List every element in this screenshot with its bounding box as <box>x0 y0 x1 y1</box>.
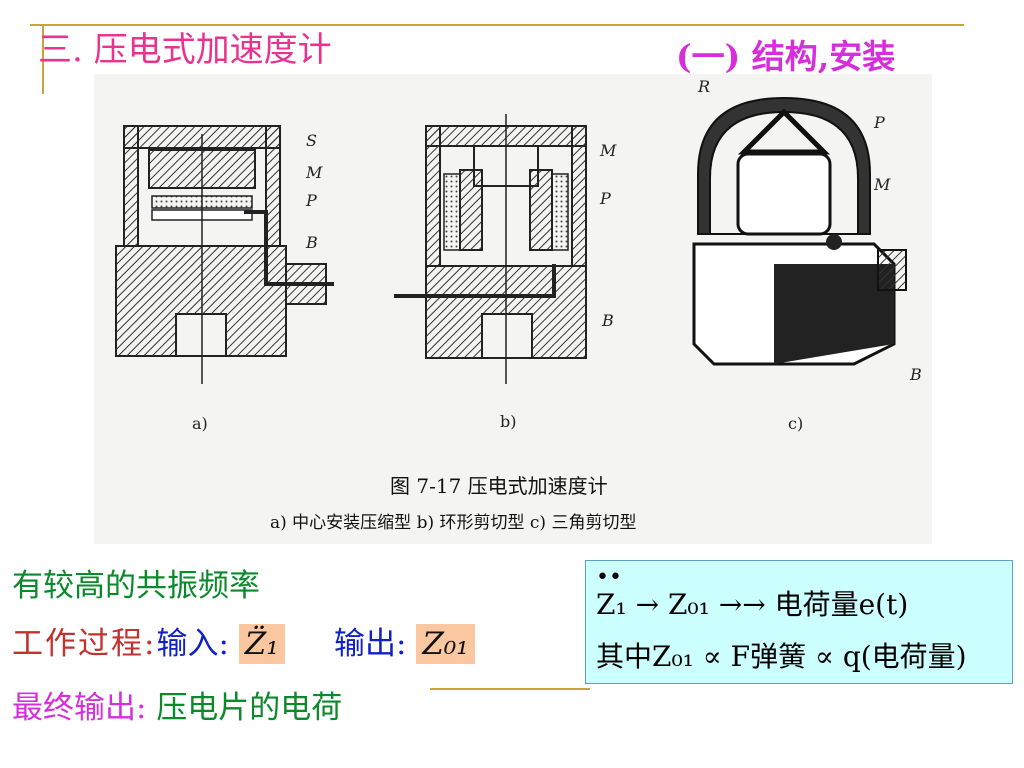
figure-drawing: S M P B M P B <box>115 77 922 384</box>
label-c-b: B <box>909 365 922 384</box>
formula-box: •• Z₁ → Z₀₁ →→ 电荷量e(t) 其中Z₀₁ ∝ F弹簧 ∝ q(电… <box>585 560 1013 684</box>
label-a-b: B <box>305 233 318 252</box>
label-b-b: B <box>601 311 614 330</box>
label-b-p: P <box>599 189 611 208</box>
top-rule <box>30 24 964 26</box>
label-c-r: R <box>697 77 710 96</box>
process-label: 工作过程: <box>12 626 157 662</box>
final-output-label: 最终输出: <box>12 690 147 726</box>
input-formula: Z̈₁ <box>238 624 285 664</box>
output-label: 输出: <box>334 626 407 662</box>
bottom-rule <box>430 688 590 690</box>
panel-b-label: b) <box>500 412 517 431</box>
formula-line-1: Z₁ → Z₀₁ →→ 电荷量e(t) <box>596 588 909 621</box>
final-output-value: 压电片的电荷 <box>156 690 343 726</box>
double-dot-marker: •• <box>596 565 622 590</box>
input-label: 输入: <box>156 626 229 662</box>
final-output-line: 最终输出: 压电片的电荷 <box>12 682 342 727</box>
label-c-m: M <box>873 175 891 194</box>
process-line: 工作过程:输入: Z̈₁ 输出: Z₀₁ <box>12 618 475 664</box>
panel-a-label: a) <box>192 414 208 433</box>
page-title: 三. 压电式加速度计 <box>38 30 332 70</box>
label-a-p: P <box>305 191 317 210</box>
label-b-m: M <box>599 141 617 160</box>
label-a-m: M <box>305 163 323 182</box>
panel-c-drawing <box>692 96 907 366</box>
output-formula: Z₀₁ <box>416 624 475 664</box>
panel-b-drawing <box>394 114 587 384</box>
label-c-p: P <box>873 113 885 132</box>
resonance-text: 有较高的共振频率 <box>12 568 260 604</box>
panel-c-label: c) <box>788 414 804 433</box>
figure-subcaption: a) 中心安装压缩型 b) 环形剪切型 c) 三角剪切型 <box>270 513 637 533</box>
left-rule <box>42 24 44 94</box>
formula-line-2: 其中Z₀₁ ∝ F弹簧 ∝ q(电荷量) <box>596 640 967 673</box>
figure-caption: 图 7-17 压电式加速度计 <box>390 474 608 498</box>
panel-a-drawing <box>115 125 334 384</box>
accelerometer-figure: S M P B M P B <box>94 74 932 544</box>
label-a-s: S <box>306 131 317 150</box>
section-subtitle: (一) 结构,安装 <box>676 37 896 76</box>
